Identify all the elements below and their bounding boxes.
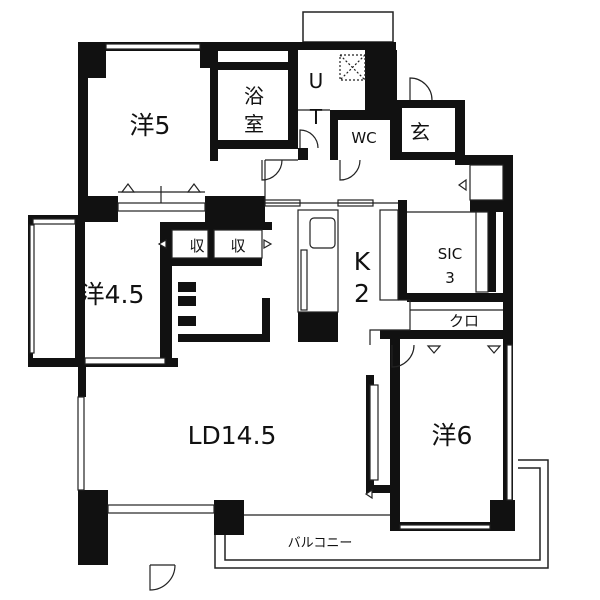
room-ld: LD14.5 (188, 421, 277, 450)
room-western-4-5: 洋4.5 (80, 280, 145, 309)
room-wc: WC (351, 129, 376, 147)
room-labels: 洋5 浴 室 U T WC 玄 洋4.5 収 収 K 2 SIC 3 クロ LD… (80, 69, 479, 551)
room-kitchen-2: 2 (354, 279, 370, 308)
exterior-unit-box (302, 11, 394, 43)
room-western-5: 洋5 (130, 111, 171, 140)
room-sic-1: SIC (438, 245, 462, 263)
room-bath-2: 室 (244, 112, 264, 136)
room-bath-1: 浴 (244, 84, 264, 108)
room-storage-2: 収 (230, 237, 245, 255)
room-ut-2: T (309, 105, 323, 129)
room-closet: クロ (449, 312, 479, 330)
room-balcony: バルコニー (288, 536, 353, 551)
door-swings (149, 77, 433, 591)
room-kitchen-1: K (354, 247, 371, 276)
room-storage-1: 収 (189, 237, 204, 255)
room-western-6: 洋6 (432, 421, 473, 450)
room-ut-1: U (309, 69, 324, 93)
room-sic-2: 3 (445, 269, 455, 287)
balcony-outline (214, 459, 549, 569)
thin-lines (29, 43, 513, 530)
room-entrance: 玄 (410, 120, 430, 144)
